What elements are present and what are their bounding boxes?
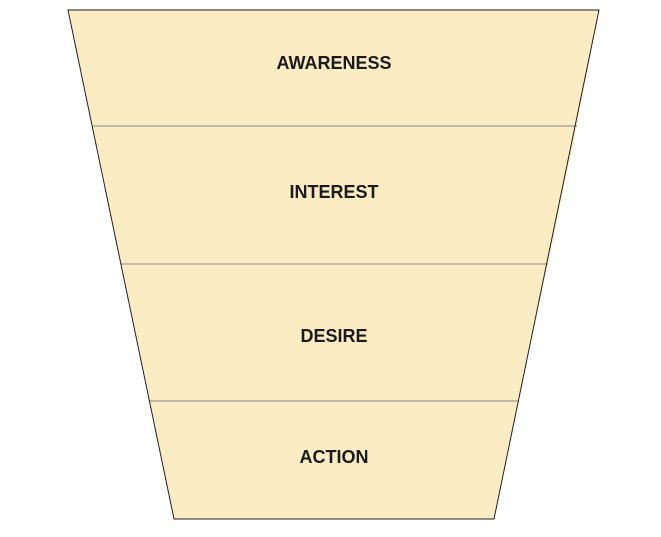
funnel-stage-awareness: AWARENESS	[68, 10, 599, 126]
stage-shape-desire	[121, 264, 548, 401]
stage-label-awareness: AWARENESS	[276, 53, 391, 73]
stage-label-interest: INTEREST	[289, 182, 378, 202]
stage-shape-interest	[92, 126, 577, 264]
stage-shape-awareness	[68, 10, 599, 126]
funnel-outline	[67, 9, 600, 520]
stage-shape-action	[150, 401, 518, 519]
stage-label-desire: DESIRE	[300, 326, 367, 346]
funnel-stage-interest: INTEREST	[92, 126, 577, 264]
funnel-stage-desire: DESIRE	[121, 264, 548, 401]
funnel-stage-action: ACTION	[150, 401, 518, 519]
stage-label-action: ACTION	[300, 447, 369, 467]
